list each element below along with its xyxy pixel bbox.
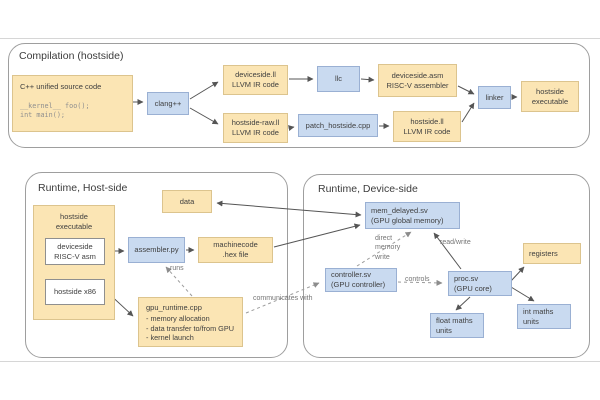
node-hostside-x86: hostside x86	[45, 279, 105, 305]
gpu-runtime-title: gpu_runtime.cpp	[146, 303, 202, 312]
dashed-arrow-controller-dmw-memdelayed	[356, 231, 412, 267]
dashed-arrow-gpu-runtime-runs-assembler	[165, 266, 193, 297]
arrow-hostside-raw-ll-to-patch	[288, 125, 295, 132]
arrow-llc-to-deviceside-asm	[360, 76, 375, 83]
node-gpu-runtime: gpu_runtime.cpp - memory allocation - da…	[138, 297, 243, 347]
node-hostside-raw-ll: hostside-raw.ll LLVM IR code	[223, 113, 288, 143]
section-runtime-device-title: Runtime, Device-side	[318, 183, 418, 195]
node-float-maths-units: float maths units	[430, 313, 484, 338]
arrow-clang-to-deviceside-ll	[189, 81, 219, 100]
edge-label-runs: runs	[170, 265, 184, 272]
gpu-runtime-bullet: - kernel launch	[146, 333, 194, 343]
arrow-proc-to-int-maths	[510, 286, 535, 302]
cpp-source-title: C++ unified source code	[20, 82, 102, 91]
node-data: data	[162, 190, 212, 213]
node-deviceside-ll: deviceside.ll LLVM IR code	[223, 65, 288, 95]
arrow-clang-to-hostside-raw-ll	[189, 107, 219, 125]
node-deviceside-riscv-asm: deviceside RISC-V asm	[45, 238, 105, 265]
node-clang: clang++	[147, 92, 189, 115]
node-mem-delayed: mem_delayed.sv (GPU global memory)	[365, 202, 460, 229]
canvas-edge-top	[0, 38, 600, 39]
arrow-hostside-ll-to-linker	[461, 102, 475, 123]
gpu-runtime-bullet: - data transfer to/from GPU	[146, 323, 234, 333]
edge-label-direct-memory-write: direct memory write	[375, 235, 401, 261]
arrow-proc-to-memdelayed-readwrite	[433, 232, 462, 270]
node-machinecode-hex: machinecode .hex file	[198, 237, 273, 263]
dashed-arrow-gpu-runtime-communicates-controller	[245, 282, 320, 314]
gpu-runtime-bullet: - memory allocation	[146, 313, 210, 323]
node-linker: linker	[478, 86, 511, 109]
section-runtime-host-title: Runtime, Host-side	[38, 182, 128, 194]
arrow-proc-to-float-maths	[455, 296, 471, 311]
cpp-source-code: __kernel__ foo(); int main();	[20, 101, 90, 119]
node-registers: registers	[523, 243, 581, 264]
arrow-data-memdelayed-bidirectional	[216, 200, 362, 218]
node-cpp-unified-source: C++ unified source code __kernel__ foo()…	[12, 75, 133, 132]
node-assembler-py: assembler.py	[128, 237, 185, 263]
node-hostside-executable-output: hostside executable	[521, 81, 579, 112]
canvas-edge-bottom	[0, 361, 600, 362]
section-compilation-title: Compilation (hostside)	[19, 50, 124, 62]
node-patch-hostside: patch_hostside.cpp	[298, 114, 378, 137]
node-int-maths-units: int maths units	[517, 304, 571, 329]
hostside-executable-runtime-title: hostside executable	[55, 212, 93, 231]
arrow-proc-to-registers	[510, 266, 525, 282]
edge-label-read-write: read/write	[440, 239, 471, 246]
node-llc: llc	[317, 66, 360, 92]
node-controller: controller.sv (GPU controller)	[325, 268, 397, 292]
node-hostside-ll: hostside.ll LLVM IR code	[393, 111, 461, 142]
dashed-arrow-controller-controls-proc	[397, 279, 443, 286]
arrow-deviceside-asm-to-linker	[457, 85, 475, 95]
edge-label-controls: controls	[405, 276, 430, 283]
node-proc: proc.sv (GPU core)	[448, 271, 512, 296]
edge-label-communicates-with: communicates with	[253, 295, 313, 302]
node-deviceside-asm: deviceside.asm RISC-V assembler	[378, 64, 457, 97]
arrow-machinecode-to-memdelayed	[273, 223, 361, 248]
